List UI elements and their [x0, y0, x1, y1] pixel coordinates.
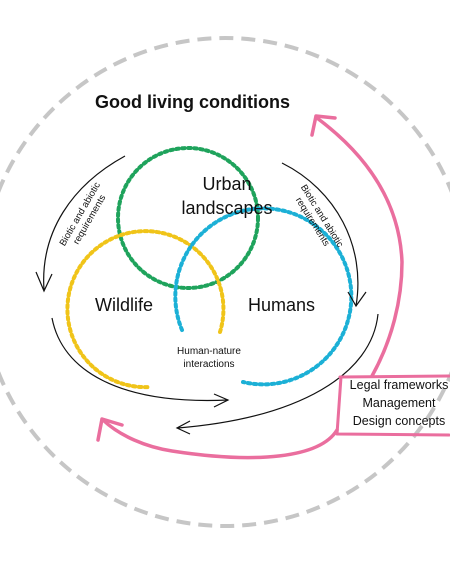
- diagram-title: Good living conditions: [95, 92, 290, 112]
- measures-box: Legal frameworks Management Design conce…: [339, 375, 450, 435]
- left-cycle-arrow: [43, 155, 126, 291]
- bottom-right-cycle-arrowhead: [175, 420, 191, 435]
- humans-arc: [173, 206, 354, 387]
- measures-box-outline: [335, 374, 450, 437]
- bottom-right-cycle-arrow: [177, 313, 379, 429]
- design-concepts-label: Design concepts: [352, 414, 446, 428]
- pink-arrowhead-upper: [310, 114, 337, 137]
- right-cycle-arrow: [281, 162, 359, 307]
- bottom-left-cycle-arrowhead: [213, 393, 230, 408]
- urban-landscapes-label: Urban landscapes: [181, 174, 273, 218]
- pink-arrowhead-lower: [96, 417, 124, 442]
- right-cycle-arrowhead: [347, 291, 367, 308]
- pink-arrow-upper: [315, 116, 404, 378]
- bottom-left-cycle-arrow: [51, 317, 229, 402]
- urban-landscapes-circle: [116, 146, 260, 290]
- humans-label: Humans: [248, 295, 316, 315]
- human-nature-interactions-label: Human-nature interactions: [177, 346, 241, 370]
- pink-arrow-lower: [101, 418, 339, 460]
- outer-boundary: [0, 36, 450, 528]
- left-cycle-arrowhead: [35, 271, 53, 293]
- management-label: Management: [362, 396, 436, 410]
- legal-frameworks-label: Legal frameworks: [349, 378, 449, 392]
- wildlife-label: Wildlife: [95, 295, 154, 315]
- wildlife-arc: [65, 229, 226, 390]
